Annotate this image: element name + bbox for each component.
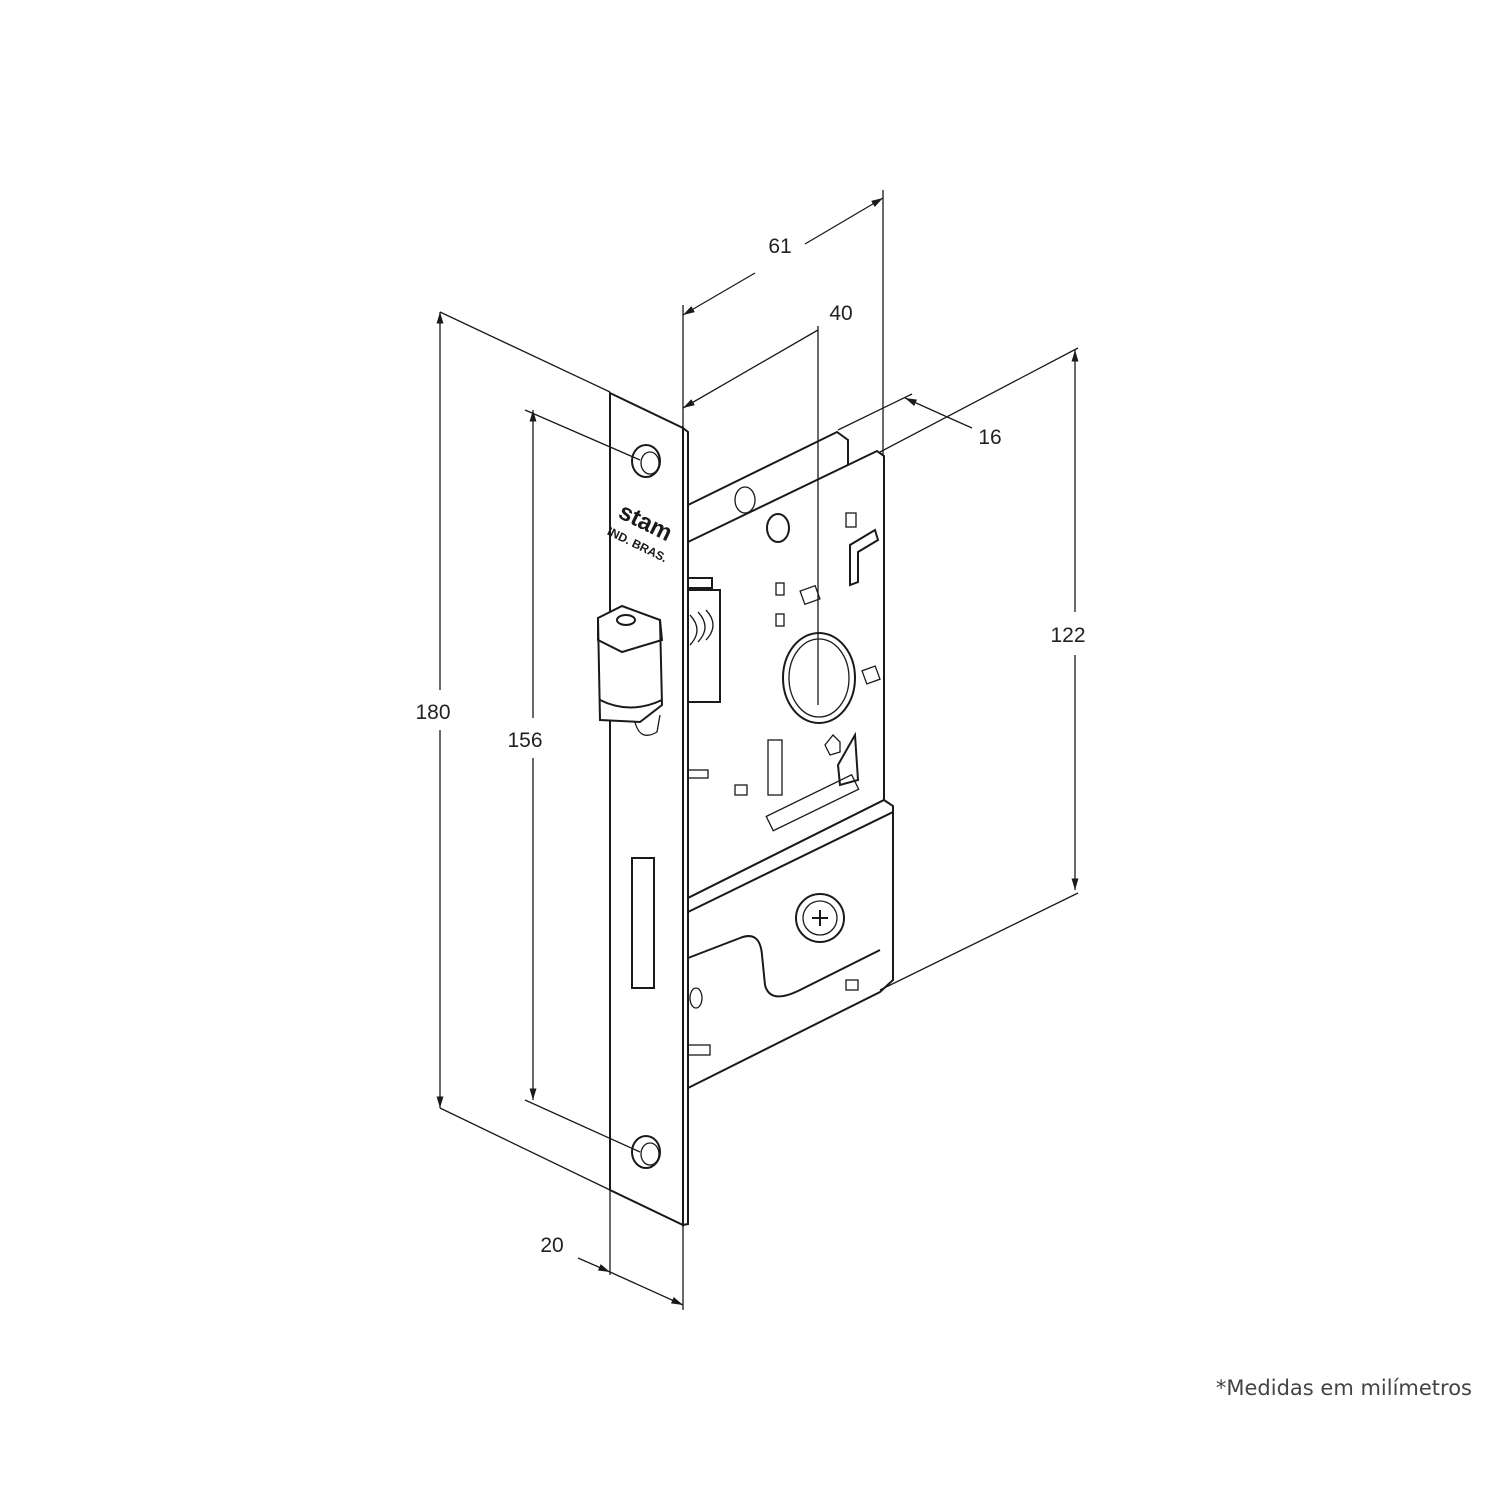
units-footnote: *Medidas em milímetros: [1215, 1376, 1472, 1400]
dim-40: 40: [829, 302, 852, 325]
latch-bolt: [596, 604, 664, 736]
cylinder-screw: [795, 893, 845, 943]
dim-122: 122: [1050, 624, 1085, 647]
follower-hole: [782, 632, 856, 724]
deadbolt-slot: [631, 857, 655, 989]
dimension-lines: [436, 190, 1079, 1310]
faceplate: stam IND. BRAS.: [596, 391, 689, 1227]
dim-180: 180: [415, 701, 450, 724]
dim-16: 16: [978, 426, 1001, 449]
bottom-screw-hole: [631, 1135, 661, 1169]
case-body: [687, 449, 894, 1090]
dim-20: 20: [540, 1234, 563, 1257]
dim-61: 61: [768, 235, 791, 258]
top-screw-hole: [631, 444, 661, 478]
dim-156: 156: [507, 729, 542, 752]
